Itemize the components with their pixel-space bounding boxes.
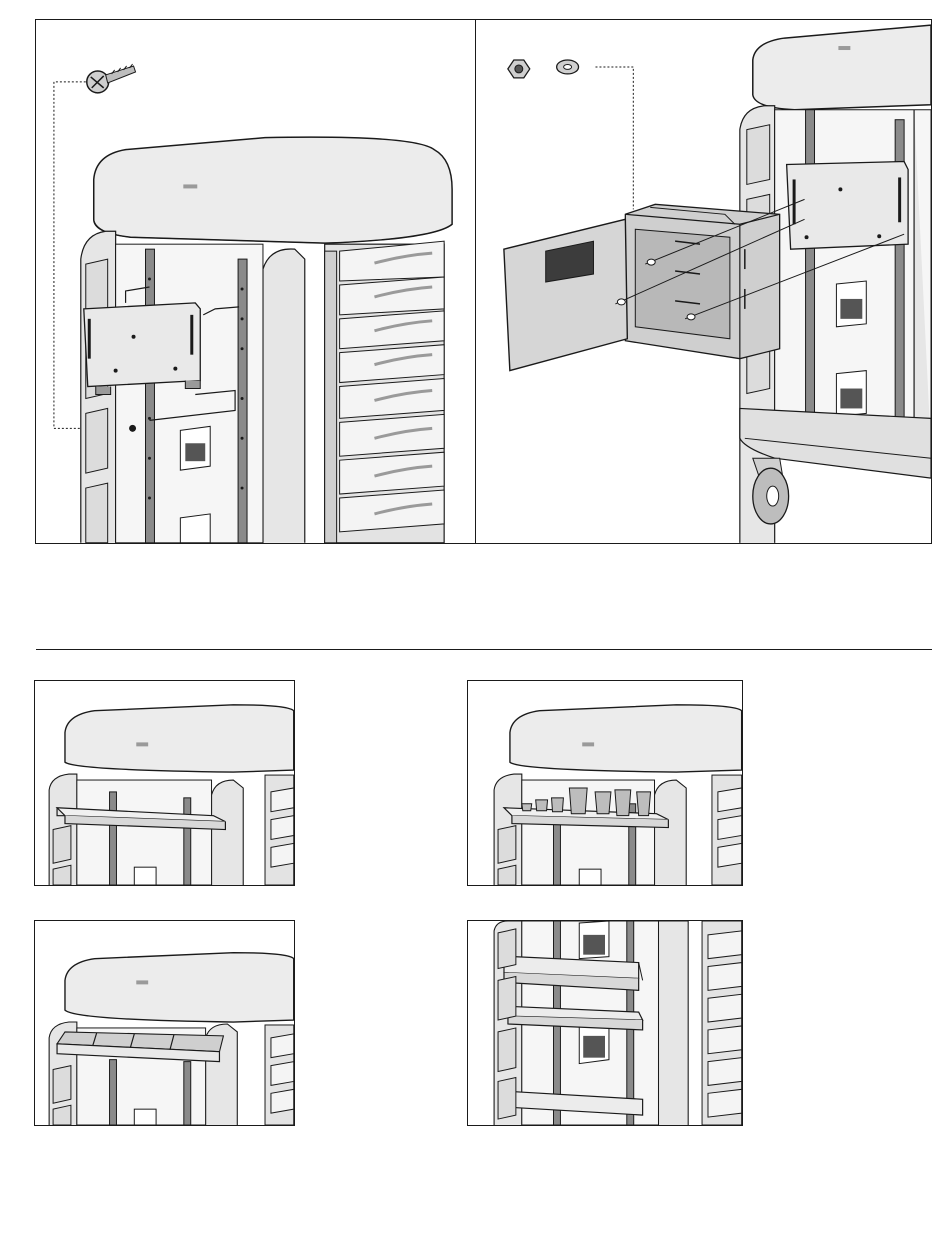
- divided-tray-illustration: [35, 921, 294, 1125]
- bracket-mounting-illustration: [36, 20, 475, 543]
- drawer-stack: [325, 241, 444, 543]
- caster-wheel: [753, 458, 789, 524]
- panel-divided-tray: [34, 920, 295, 1126]
- nut-icon: [508, 60, 530, 78]
- cup-holder-illustration: [468, 681, 742, 885]
- panel-bracket-mounting: [35, 19, 476, 544]
- section-divider: [36, 649, 932, 650]
- bin-door: [504, 219, 627, 370]
- panel-accessory-bin: [475, 19, 932, 544]
- mounting-bracket: [84, 303, 200, 395]
- panel-cup-holder: [467, 680, 743, 886]
- accessory-bin: [625, 204, 779, 358]
- washer-icon: [557, 60, 579, 74]
- screw-icon: [87, 64, 136, 93]
- panel-open-shelf: [34, 680, 295, 886]
- open-shelf-illustration: [35, 681, 294, 885]
- accessory-bin-illustration: [476, 20, 931, 543]
- double-shelf-illustration: [468, 921, 742, 1125]
- panel-double-shelf: [467, 920, 743, 1126]
